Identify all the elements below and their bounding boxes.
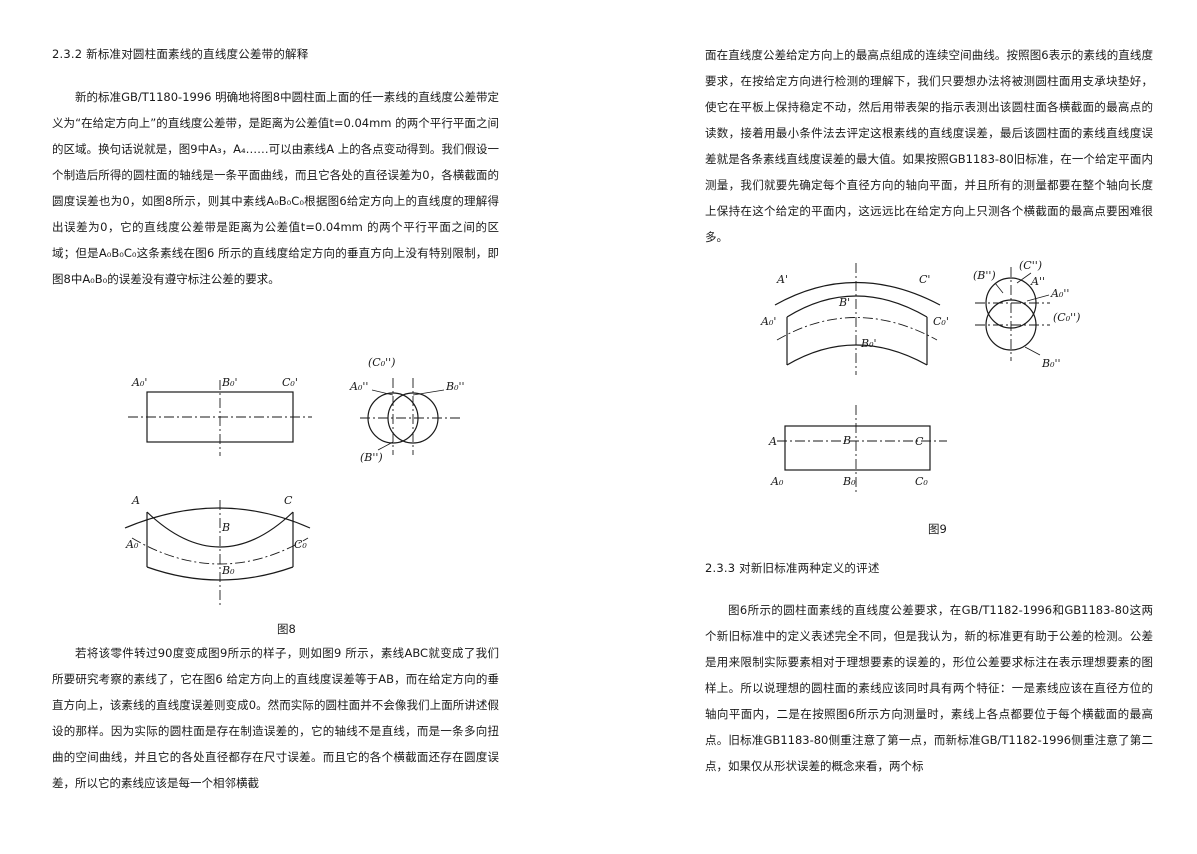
fig9-label-a: A: [768, 435, 777, 448]
fig9-label-c: C: [915, 435, 924, 448]
fig9-circle-view: [975, 267, 1050, 361]
fig9-label-cpp: (C''): [1019, 259, 1042, 272]
fig9-label-a0pp: A₀'': [1050, 287, 1069, 300]
fig8-label-a0pp: A₀'': [349, 380, 368, 393]
fig9-label-c0: C₀: [915, 475, 928, 488]
figure-9-caption: 图9: [928, 522, 947, 536]
fig8-label-a0: A₀: [125, 538, 139, 551]
fig8-label-b0: B₀: [221, 564, 235, 577]
fig9-label-a0p: A₀': [760, 315, 776, 328]
fig9-label-c0pp: (C₀''): [1053, 311, 1080, 324]
fig8-label-b: B: [221, 521, 230, 534]
fig8-label-a0p: A₀': [131, 376, 147, 389]
right-paragraph-1: 面在直线度公差给定方向上的最高点组成的连续空间曲线。按照图6表示的素线的直线度要…: [705, 48, 1153, 244]
fig9-label-ap: A': [776, 273, 788, 286]
left-paragraph-1: 新的标准GB/T1180-1996 明确地将图8中圆柱面上面的任一素线的直线度公…: [52, 90, 499, 286]
fig9-label-app: A'': [1030, 275, 1045, 288]
fig8-label-b0pp: B₀'': [445, 380, 465, 393]
fig8-label-c0pp: (C₀''): [368, 356, 395, 369]
fig8-circle-view: [360, 378, 460, 455]
fig9-label-bp: B': [838, 296, 850, 309]
figure-8: A₀' B₀' C₀' (C₀'') A₀'' B₀'' (B'') A C B…: [124, 356, 465, 608]
fig8-label-c0p: C₀': [282, 376, 298, 389]
fig9-label-b0p: B₀': [860, 337, 877, 350]
section-heading-2-3-3: 2.3.3 对新旧标准两种定义的评述: [705, 561, 880, 575]
fig9-label-b0: B₀: [842, 475, 856, 488]
fig9-label-a0: A₀: [770, 475, 784, 488]
fig9-label-bpp: (B''): [973, 269, 996, 282]
fig9-label-cp: C': [919, 273, 930, 286]
fig8-label-bpp: (B''): [360, 451, 383, 464]
figure-9: A' C' B' A₀' C₀' B₀' (C'') (B'') A'' A₀'…: [760, 259, 1080, 495]
section-heading-2-3-2: 2.3.2 新标准对圆柱面素线的直线度公差带的解释: [52, 47, 309, 61]
right-paragraph-2: 图6所示的圆柱面素线的直线度公差要求，在GB/T1182-1996和GB1183…: [705, 603, 1153, 773]
fig8-curved-view: [124, 500, 311, 608]
fig9-label-c0p: C₀': [933, 315, 949, 328]
figure-8-caption: 图8: [277, 622, 296, 636]
fig8-rectangle-view: [128, 380, 312, 456]
fig8-label-c0: C₀: [294, 538, 307, 551]
fig8-label-b0p: B₀': [221, 376, 238, 389]
fig8-label-c: C: [284, 494, 293, 507]
fig9-label-b0pp: B₀'': [1041, 357, 1061, 370]
fig9-rectangle-view: [777, 405, 947, 495]
fig9-curved-view: [774, 263, 941, 375]
left-paragraph-2: 若将该零件转过90度变成图9所示的样子，则如图9 所示，素线ABC就变成了我们所…: [52, 646, 499, 790]
fig9-label-b: B: [842, 434, 851, 447]
fig8-label-a: A: [131, 494, 140, 507]
